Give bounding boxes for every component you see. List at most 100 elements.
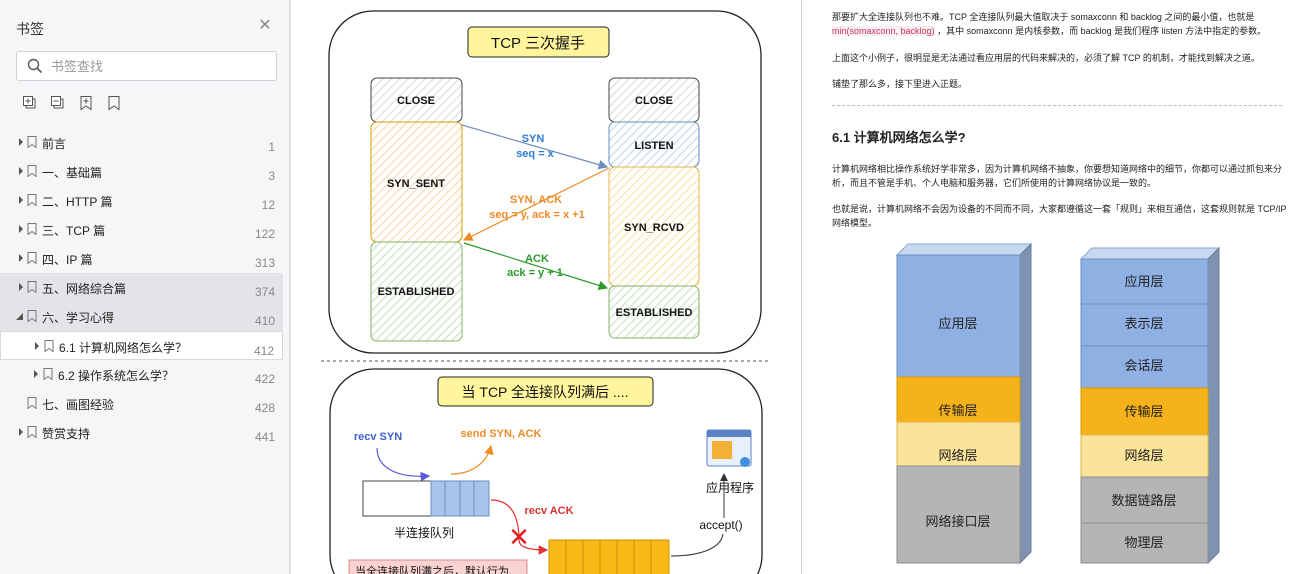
tcpip-network-layer: [896, 421, 1021, 467]
bookmark-icon: [43, 368, 53, 380]
send-syn-ack-arrow: [450, 444, 494, 475]
expand-arrow-icon[interactable]: [17, 195, 25, 205]
layer-label: 会话层: [1124, 358, 1163, 373]
layer-label: 物理层: [1124, 535, 1163, 550]
osi-session-layer: [1080, 345, 1209, 389]
syn-rcvd-label: SYN_RCVD: [624, 222, 684, 234]
bookmark-item[interactable]: 五、网络综合篇 374: [0, 273, 283, 302]
bookmark-item[interactable]: 二、HTTP 篇 12: [0, 186, 283, 215]
tcpip-stack: 应用层 传输层 网络层 网络接口层: [895, 242, 1033, 565]
client-established-label: ESTABLISHED: [378, 286, 455, 298]
page-number: 12: [261, 198, 275, 212]
tcpip-stack-side: [1019, 242, 1032, 565]
expand-arrow-icon[interactable]: [17, 224, 25, 234]
bookmark-item-selected[interactable]: 6.1 计算机网络怎么学？ 412: [0, 331, 283, 360]
bookmark-icon[interactable]: [106, 95, 122, 111]
syn-ack-seq-label: seq = y, ack = x +1: [489, 209, 585, 221]
bookmark-sidebar: 书签 ✕ 前言 1 一、基础篇 3: [0, 0, 290, 574]
bookmark-item[interactable]: 前言 1: [0, 128, 283, 157]
bookmark-item[interactable]: 6.2 操作系统怎么学？ 422: [0, 360, 283, 389]
bookmark-label: 一、基础篇: [42, 166, 103, 180]
recv-syn-label: recv SYN: [354, 431, 402, 443]
expand-arrow-icon[interactable]: [17, 282, 25, 292]
full-queue: [548, 539, 670, 574]
expand-arrow-icon[interactable]: [33, 341, 41, 351]
page-number: 122: [254, 227, 275, 241]
bookmark-item[interactable]: 四、IP 篇 313: [0, 244, 283, 273]
page-number: 313: [254, 256, 275, 270]
collapse-arrow-icon[interactable]: [16, 311, 24, 321]
layer-label: 传输层: [1124, 404, 1163, 419]
handshake-title-box: [467, 26, 610, 58]
page-number: 374: [254, 285, 275, 299]
close-icon[interactable]: ✕: [258, 17, 272, 34]
add-bookmark-icon[interactable]: [78, 95, 94, 111]
recv-ack-arrow: [490, 499, 549, 555]
osi-transport-layer: [1080, 387, 1209, 436]
bookmark-label: 六、学习心得: [42, 311, 115, 325]
page-number: 3: [268, 169, 275, 183]
osi-application-layer: [1080, 258, 1209, 305]
bookmark-item[interactable]: 赞赏支持 441: [0, 418, 283, 447]
bookmark-label: 前言: [42, 137, 67, 151]
layer-label: 应用层: [938, 316, 977, 331]
syn-ack-label: SYN, ACK: [510, 194, 562, 206]
bookmark-label: 七、画图经验: [42, 398, 115, 412]
bookmark-icon: [27, 281, 37, 293]
syn-label: SYN: [522, 133, 545, 145]
paragraph: 计算机网络相比操作系统好学非常多，因为计算机网络不抽象，你要想知道网络中的细节，…: [832, 164, 1283, 188]
page-number: 422: [254, 372, 275, 386]
expand-all-icon[interactable]: [22, 95, 38, 111]
bookmark-search[interactable]: [16, 51, 277, 81]
bookmark-label: 二、HTTP 篇: [42, 195, 113, 209]
collapse-all-icon[interactable]: [50, 95, 66, 111]
syn-arrow: [461, 124, 609, 170]
bookmark-toolbar: [22, 95, 122, 113]
layer-label: 网络层: [938, 448, 977, 463]
bookmark-label: 6.2 操作系统怎么学？: [58, 369, 175, 383]
bookmark-icon: [27, 397, 37, 409]
bookmark-item[interactable]: 一、基础篇 3: [0, 157, 283, 186]
note-text: 当全连接队列满之后，默认行为: [355, 564, 509, 574]
ack-seq-label: ack = y + 1: [507, 267, 563, 279]
paragraph: 也就是说，计算机网络不会因为设备的不同而不同，大家都遵循这一套「规则」来相互通信…: [832, 204, 1287, 228]
osi-physical-layer: [1080, 522, 1209, 564]
search-input[interactable]: [51, 56, 271, 76]
server-close-label: CLOSE: [635, 95, 673, 107]
osi-stack-top: [1079, 247, 1221, 260]
bookmark-label: 四、IP 篇: [42, 253, 93, 267]
expand-arrow-icon[interactable]: [32, 369, 40, 379]
accept-label: accept(): [699, 518, 742, 532]
syn-seq-label: seq = x: [516, 148, 554, 160]
bookmark-item[interactable]: 六、学习心得 410: [0, 302, 283, 331]
client-established-state: [370, 241, 463, 342]
layer-label: 数据链路层: [1111, 493, 1176, 508]
osi-stack: 应用层 表示层 会话层 传输层 网络层 数据链路层 物理层: [1079, 246, 1221, 565]
page-number: 410: [254, 314, 275, 328]
layer-label: 网络层: [1124, 448, 1163, 463]
expand-arrow-icon[interactable]: [17, 166, 25, 176]
server-established-state: [608, 285, 700, 339]
sidebar-title: 书签: [16, 21, 44, 37]
bookmark-item[interactable]: 三、TCP 篇 122: [0, 215, 283, 244]
server-established-label: ESTABLISHED: [616, 307, 693, 319]
expand-arrow-icon[interactable]: [17, 427, 25, 437]
syn-ack-arrow: [462, 167, 610, 241]
osi-stack-side: [1207, 246, 1220, 565]
bookmark-item[interactable]: 七、画图经验 428: [0, 389, 283, 418]
layer-label: 网络接口层: [925, 514, 990, 529]
inline-code: min(somaxconn, backlog): [832, 26, 935, 36]
bookmark-label: 五、网络综合篇: [42, 282, 127, 296]
expand-arrow-icon[interactable]: [17, 137, 25, 147]
listen-label: LISTEN: [634, 140, 673, 152]
bookmark-tree: 前言 1 一、基础篇 3 二、HTTP 篇 12 三、TCP 篇 122: [0, 128, 290, 447]
paragraph-text: 那要扩大全连接队列也不难。TCP 全连接队列最大值取决于 somaxconn 和…: [832, 12, 1255, 22]
bookmark-icon: [27, 426, 37, 438]
accept-arrow: [670, 533, 724, 557]
expand-arrow-icon[interactable]: [17, 253, 25, 263]
paragraph: 铺垫了那么多，接下里进入正题。: [832, 79, 968, 89]
half-queue-empty: [362, 480, 432, 517]
tcpip-application-layer: [896, 254, 1021, 378]
paragraph: 上面这个小例子，很明显是无法通过看应用层的代码来解决的，必须了解 TCP 的机制…: [832, 53, 1260, 63]
